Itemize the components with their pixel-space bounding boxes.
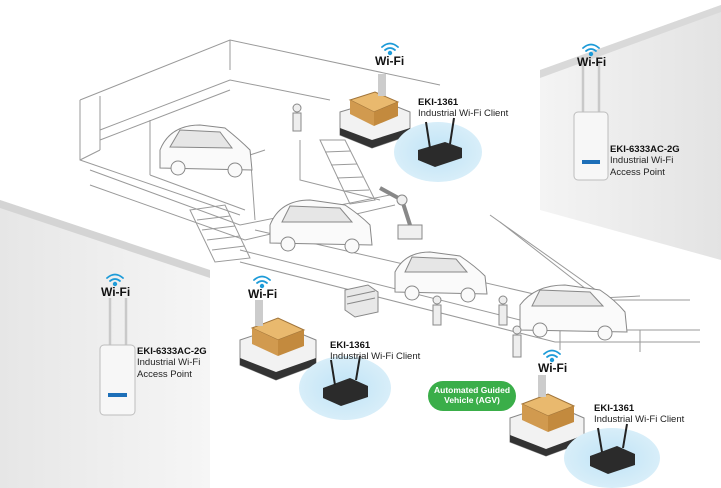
right-wall — [540, 5, 721, 260]
wifi-label: Wi-Fi — [101, 285, 131, 299]
client-desc: Industrial Wi-Fi Client — [418, 108, 509, 120]
access-point-label-right: EKI-6333AC-2G Industrial Wi-Fi Access Po… — [610, 144, 680, 178]
car-lower-right — [519, 284, 628, 341]
wifi-label: Wi-Fi — [248, 287, 278, 301]
cabinet — [344, 284, 379, 318]
wifi-signal-icon — [381, 42, 399, 56]
client-model: EKI-1361 — [418, 97, 459, 108]
agv-badge-line1: Automated Guided — [433, 385, 511, 396]
access-point-label-left: EKI-6333AC-2G Industrial Wi-Fi Access Po… — [137, 346, 207, 380]
client-model: EKI-1361 — [330, 340, 371, 351]
ap-desc-line1: Industrial Wi-Fi — [137, 357, 201, 369]
client-label-top: EKI-1361 Industrial Wi-Fi Client — [418, 97, 508, 120]
access-point-device-right — [573, 60, 609, 181]
wifi-signal-icon — [106, 273, 124, 287]
access-point-device-left — [99, 298, 136, 416]
agv-bottom — [509, 375, 585, 457]
agv-top — [339, 74, 411, 149]
robot-arm — [379, 186, 423, 240]
wifi-label: Wi-Fi — [577, 55, 607, 69]
ap-desc-line1: Industrial Wi-Fi — [610, 155, 674, 167]
car-middle — [269, 199, 373, 254]
client-router-bottom — [564, 423, 660, 488]
client-desc: Industrial Wi-Fi Client — [594, 414, 685, 426]
worker-figures — [292, 103, 522, 358]
staircase-left — [189, 204, 251, 263]
wifi-label: Wi-Fi — [538, 361, 568, 375]
client-label-middle: EKI-1361 Industrial Wi-Fi Client — [330, 340, 420, 363]
ap-model: EKI-6333AC-2G — [610, 144, 680, 155]
client-desc: Industrial Wi-Fi Client — [330, 351, 421, 363]
client-model: EKI-1361 — [594, 403, 635, 414]
ap-desc-line2: Access Point — [137, 368, 192, 380]
ap-desc-line2: Access Point — [610, 166, 665, 178]
staircase-right — [319, 139, 376, 205]
client-router-middle — [299, 355, 391, 420]
wifi-signal-icon — [543, 349, 561, 363]
car-lower-center — [394, 251, 488, 303]
client-router-top — [394, 117, 482, 182]
agv-badge: Automated Guided Vehicle (AGV) — [428, 381, 516, 411]
left-wall — [0, 200, 210, 488]
ap-model: EKI-6333AC-2G — [137, 346, 207, 357]
car-upper — [159, 124, 253, 178]
conveyor-line — [239, 214, 700, 352]
wifi-signal-icon — [253, 275, 271, 289]
wifi-signal-icon — [582, 43, 600, 57]
agv-badge-line2: Vehicle (AGV) — [444, 395, 500, 405]
agv-middle — [239, 300, 317, 381]
wifi-label: Wi-Fi — [375, 54, 405, 68]
client-label-bottom: EKI-1361 Industrial Wi-Fi Client — [594, 403, 684, 426]
